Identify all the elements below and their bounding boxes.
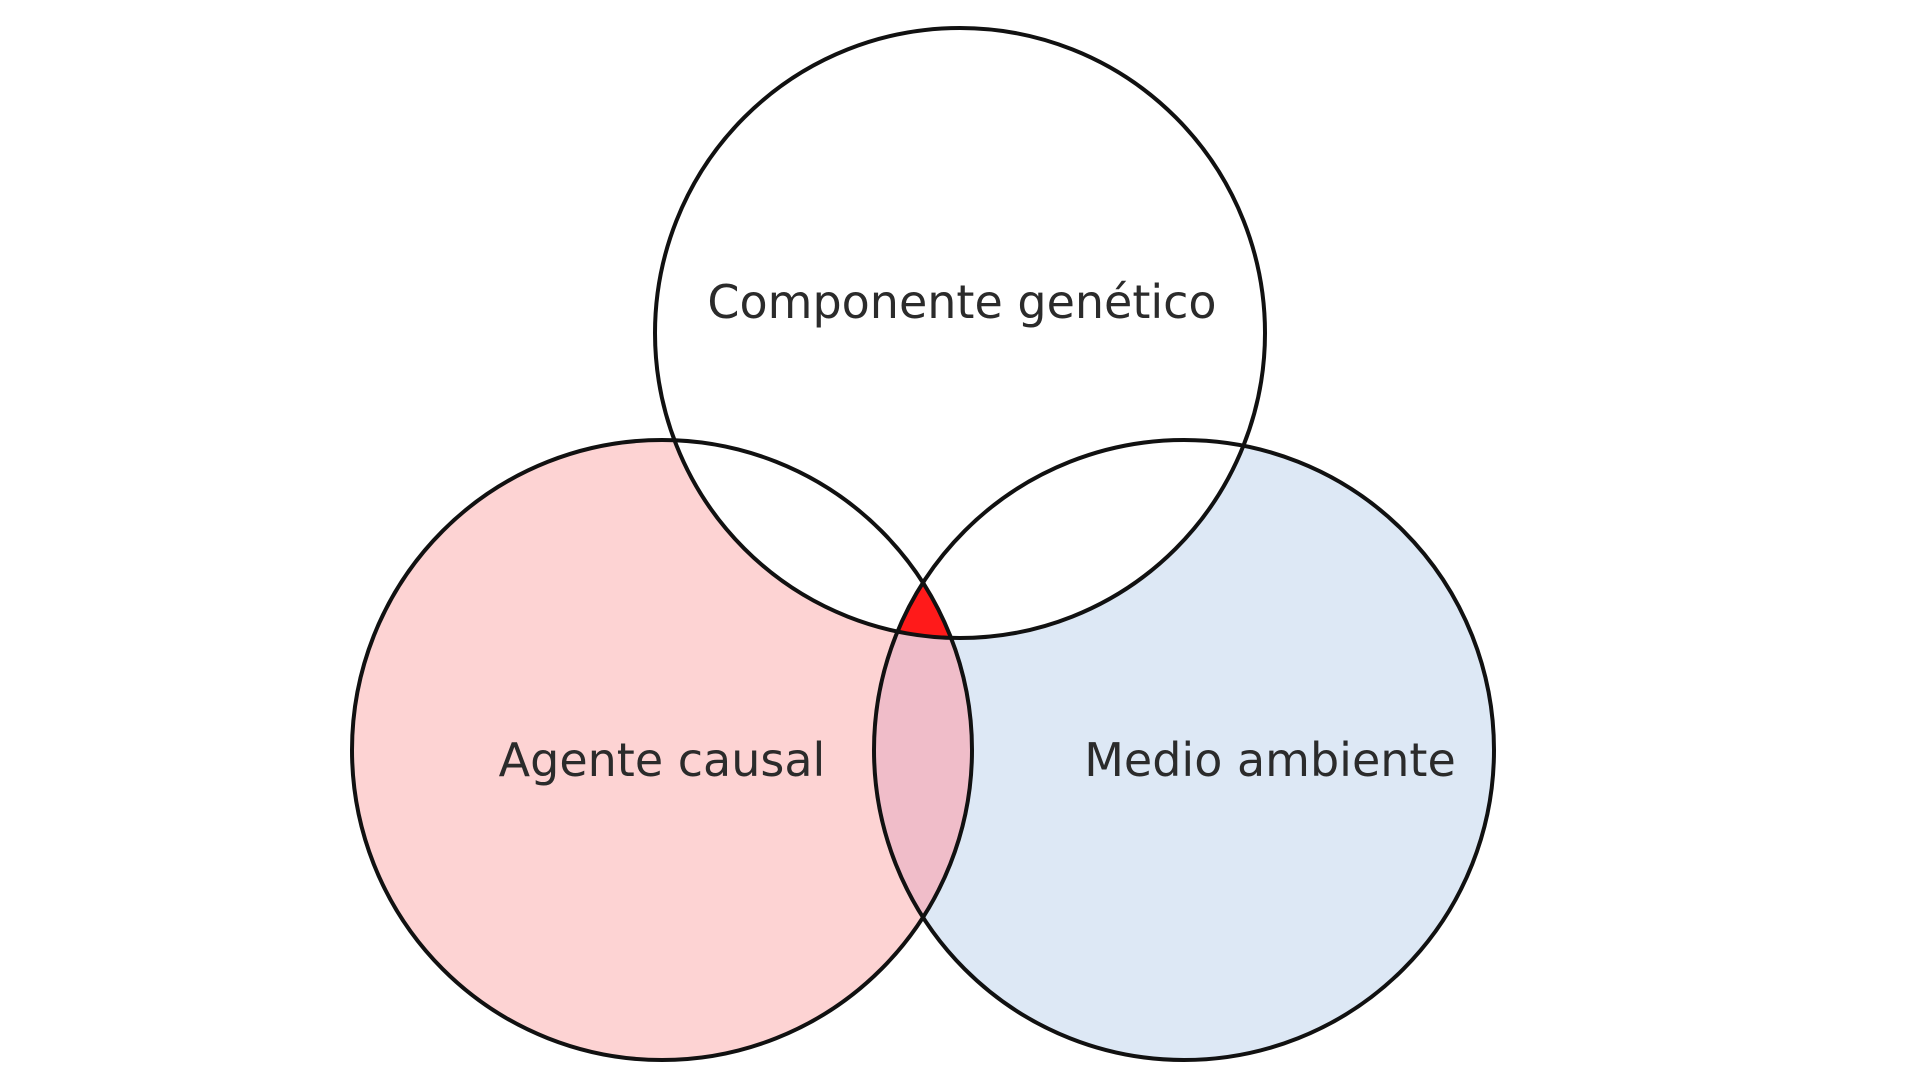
circle-agente-causal-outline (350, 438, 974, 1062)
circle-componente-genetico-outline (653, 26, 1267, 640)
circle-medio-ambiente-outline (872, 438, 1496, 1062)
label-agente-causal: Agente causal (499, 733, 826, 787)
circle-componente-genetico-fill (655, 28, 1265, 638)
label-medio-ambiente: Medio ambiente (1084, 733, 1456, 787)
label-componente-genetico: Componente genético (707, 275, 1216, 329)
